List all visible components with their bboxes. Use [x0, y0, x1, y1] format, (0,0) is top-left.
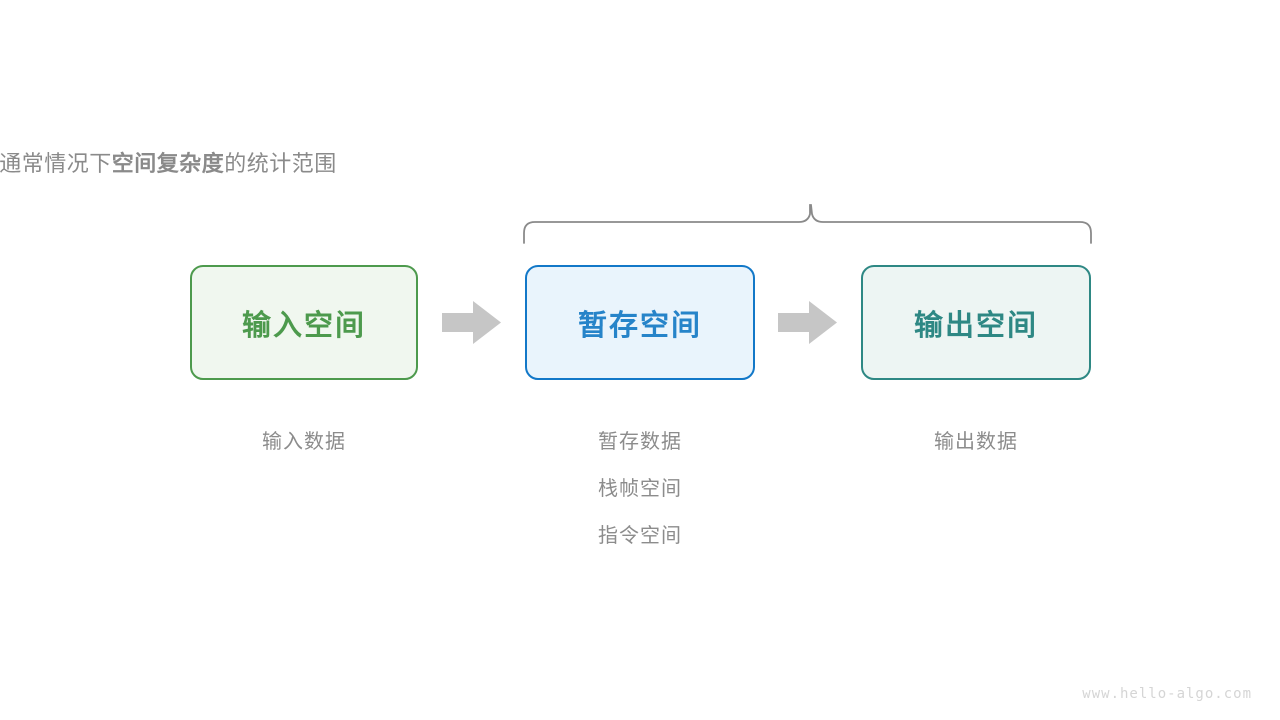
label-item: 输出数据 — [934, 431, 1018, 453]
arrow-right-icon — [442, 301, 501, 344]
box-input-space[interactable]: 输入空间 — [190, 265, 418, 380]
caption-prefix: 通常情况下 — [0, 151, 112, 176]
caption-suffix: 的统计范围 — [224, 151, 337, 176]
box-output-space[interactable]: 输出空间 — [861, 265, 1091, 380]
curly-brace-icon — [523, 204, 1092, 244]
watermark: www.hello-algo.com — [1082, 686, 1252, 702]
labels-input-space: 输入数据 — [190, 419, 418, 466]
label-item: 输入数据 — [262, 431, 346, 453]
box-output-space-label: 输出空间 — [913, 309, 1038, 342]
brace-caption: 通常情况下空间复杂度的统计范围 — [0, 146, 1280, 178]
box-buffer-space[interactable]: 暂存空间 — [525, 265, 755, 380]
box-input-space-label: 输入空间 — [241, 309, 366, 342]
arrow-right-icon — [778, 301, 837, 344]
box-buffer-space-label: 暂存空间 — [577, 309, 702, 342]
label-item: 暂存数据 — [598, 431, 682, 453]
brace-caption-text: 通常情况下空间复杂度的统计范围 — [0, 146, 337, 178]
label-item: 栈帧空间 — [598, 478, 682, 500]
caption-emphasis: 空间复杂度 — [111, 151, 225, 176]
label-item: 指令空间 — [598, 525, 682, 547]
labels-buffer-space: 暂存数据 栈帧空间 指令空间 — [525, 419, 755, 560]
labels-output-space: 输出数据 — [861, 419, 1091, 466]
